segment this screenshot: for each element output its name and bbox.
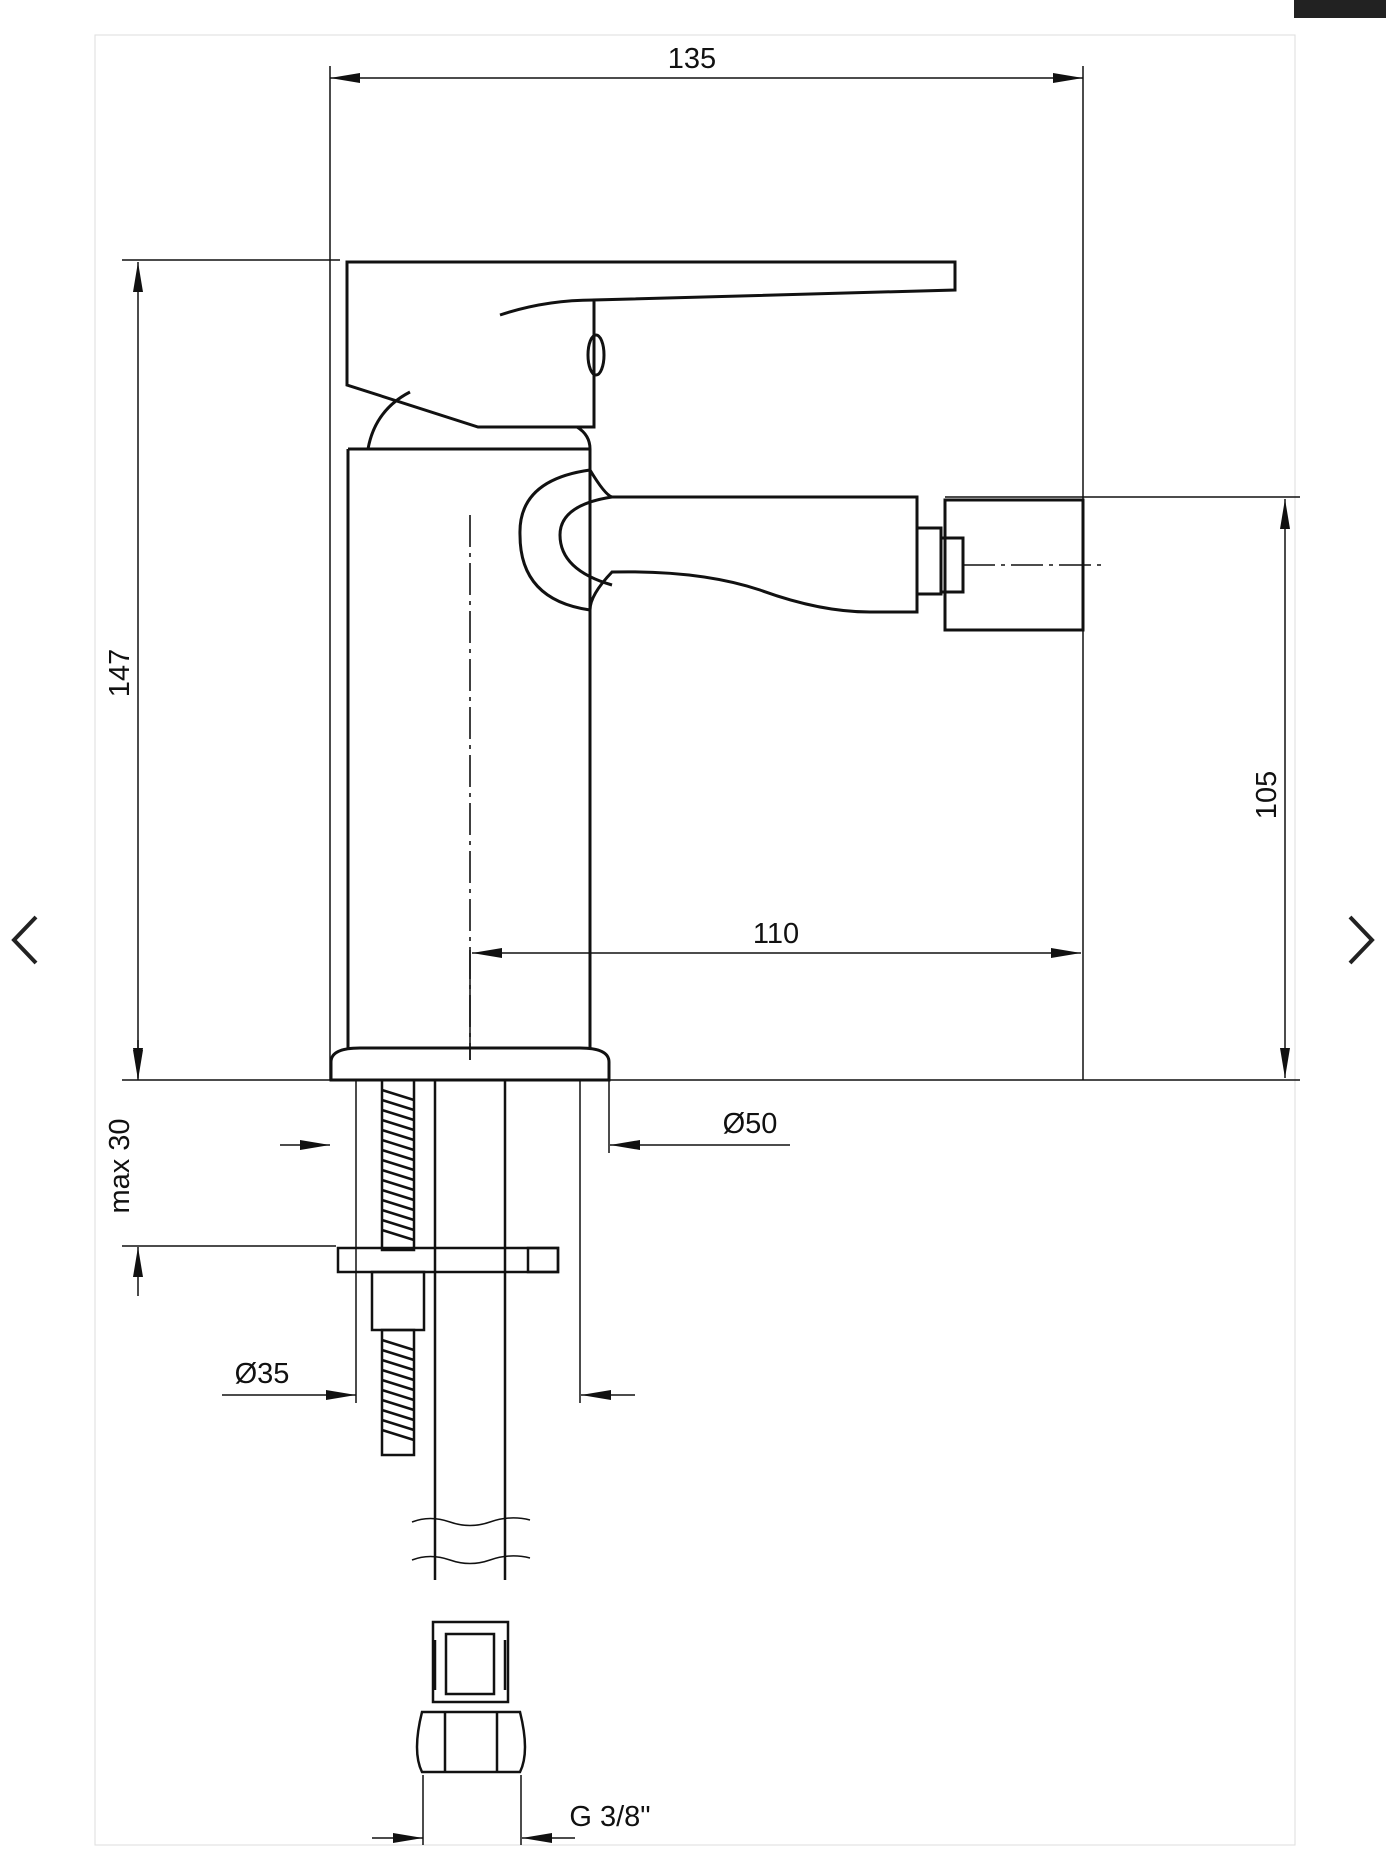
prev-image-button[interactable] xyxy=(0,900,50,980)
chevron-left-icon xyxy=(11,915,38,965)
dim-label-overall-height: 147 xyxy=(104,649,136,697)
mounting-hardware xyxy=(336,1078,560,1774)
chevron-right-icon xyxy=(1348,915,1375,965)
dim-label-max-thickness: max 30 xyxy=(104,1118,136,1213)
dim-label-hole-diameter: Ø35 xyxy=(235,1358,290,1390)
dimension-lines xyxy=(122,66,1300,1845)
next-image-button[interactable] xyxy=(1336,900,1386,980)
dim-label-spout-reach: 110 xyxy=(753,918,799,950)
dim-label-overall-width: 135 xyxy=(668,43,716,75)
dim-label-spout-height: 105 xyxy=(1251,771,1283,819)
dim-label-base-diameter: Ø50 xyxy=(723,1108,778,1140)
dim-label-connection: G 3/8" xyxy=(569,1801,650,1833)
center-lines xyxy=(469,515,1105,1060)
corner-bar xyxy=(1294,0,1386,18)
faucet-body xyxy=(329,260,1085,1082)
drawing-frame xyxy=(94,34,1296,1846)
